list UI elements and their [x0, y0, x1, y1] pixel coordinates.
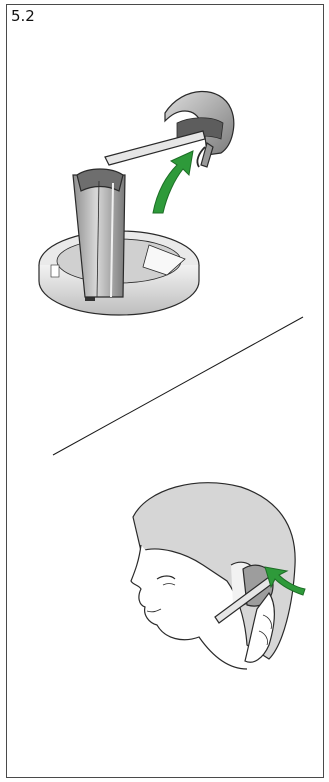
headset-base-icon: [39, 91, 234, 315]
manual-page: 5.2: [6, 4, 324, 778]
page-illustrations: [7, 5, 325, 779]
lift-arrow-icon: [153, 151, 193, 213]
divider-line: [53, 317, 303, 455]
